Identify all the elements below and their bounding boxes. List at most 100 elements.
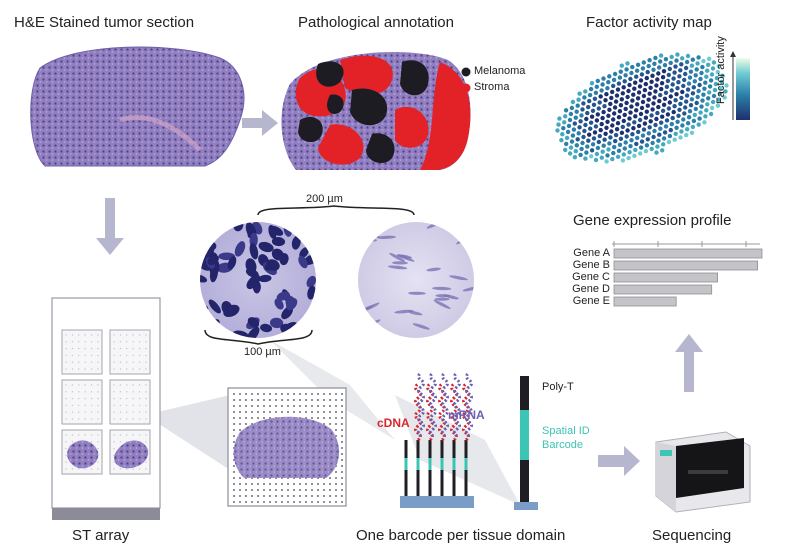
factor-dot (672, 137, 677, 142)
array-spot (257, 393, 259, 395)
factor-dot (668, 94, 673, 99)
factor-dot (639, 72, 645, 77)
factor-dot (582, 95, 587, 100)
array-spot (341, 471, 343, 473)
array-spot (341, 495, 343, 497)
array-spot (293, 393, 295, 395)
array-spot (293, 489, 295, 491)
st-well (109, 329, 151, 375)
factor-dot (638, 145, 644, 150)
array-spot (341, 399, 343, 401)
melanoma-nucleus (258, 274, 272, 283)
melanoma-nucleus (212, 222, 227, 230)
factor-dot (611, 77, 617, 83)
factor-dot (634, 141, 639, 147)
array-spot (287, 393, 289, 395)
array-spot (233, 483, 235, 485)
array-spot (263, 393, 265, 395)
stroma-nucleus (453, 223, 472, 227)
factor-dot (675, 119, 680, 125)
array-spot (269, 393, 271, 395)
array-spot (305, 501, 307, 503)
array-spot (293, 495, 295, 497)
factor-dot (707, 90, 712, 95)
array-spot (329, 417, 331, 419)
factor-dot (564, 135, 570, 141)
factor-dot (599, 155, 604, 160)
array-spot (269, 405, 271, 407)
melanoma-nucleus (203, 323, 216, 336)
factor-dot (656, 138, 661, 143)
factor-dot (631, 92, 636, 97)
array-spot (275, 501, 277, 503)
factor-dot (681, 83, 686, 89)
bar-gene-d (613, 284, 713, 295)
factor-dot (647, 91, 652, 96)
array-spot (305, 489, 307, 491)
factor-dot (685, 127, 690, 132)
array-spot (341, 459, 343, 461)
colorbar (736, 58, 750, 120)
array-spot (287, 501, 289, 503)
factor-dot (589, 148, 595, 153)
factor-dot (718, 85, 723, 91)
bar-label-gene-c: Gene C (572, 271, 610, 283)
factor-dot (656, 104, 661, 110)
factor-dot (668, 60, 673, 66)
stroma-nucleus (432, 286, 452, 291)
array-spot (233, 495, 235, 497)
array-spot (311, 495, 313, 497)
factor-dot (623, 106, 628, 112)
factor-dot (706, 56, 712, 61)
array-spot (341, 411, 343, 413)
factor-dot (646, 131, 651, 136)
factor-dot (605, 86, 610, 91)
factor-dot (651, 134, 656, 140)
factor-dot (602, 104, 607, 109)
factor-dot (690, 57, 695, 62)
factor-dot (677, 107, 682, 113)
factor-dot (600, 82, 605, 87)
factor-dot (680, 123, 685, 128)
factor-dot (636, 129, 641, 135)
factor-dot (622, 112, 627, 118)
factor-dot (580, 140, 585, 146)
mrna-strand (429, 371, 437, 438)
factor-dot (662, 96, 668, 102)
factor-dot (672, 104, 677, 109)
array-spot (299, 495, 301, 497)
array-spot (233, 423, 235, 425)
factor-dot (591, 136, 597, 141)
array-spot (323, 501, 325, 503)
array-spot (341, 489, 343, 491)
array-spot (299, 393, 301, 395)
factor-dot (678, 135, 683, 140)
stroma-nucleus (426, 267, 441, 272)
factor-dot (571, 127, 577, 132)
factor-dot (653, 89, 658, 94)
factor-dot (632, 153, 637, 158)
array-spot (317, 417, 319, 419)
legend-stroma-label: Stroma (474, 81, 510, 93)
factor-dot (626, 88, 631, 94)
array-spot (239, 495, 241, 497)
array-spot (341, 417, 343, 419)
factor-dot (693, 73, 698, 78)
melanoma-nucleus (258, 241, 274, 253)
stroma-nucleus (462, 286, 474, 292)
factor-dot (658, 92, 663, 98)
factor-dot (628, 76, 633, 82)
array-spot (275, 411, 277, 413)
factor-dot (643, 149, 649, 154)
factor-dot (657, 98, 662, 104)
st-array-wells (61, 329, 151, 475)
stroma-nucleus (460, 222, 474, 230)
factor-dot (593, 157, 599, 163)
array-spot (281, 399, 283, 401)
factor-dot (635, 135, 640, 141)
melanoma-nucleus (260, 323, 273, 333)
factor-dot (684, 132, 689, 138)
factor-dot (666, 106, 672, 111)
factor-dot (624, 100, 629, 106)
